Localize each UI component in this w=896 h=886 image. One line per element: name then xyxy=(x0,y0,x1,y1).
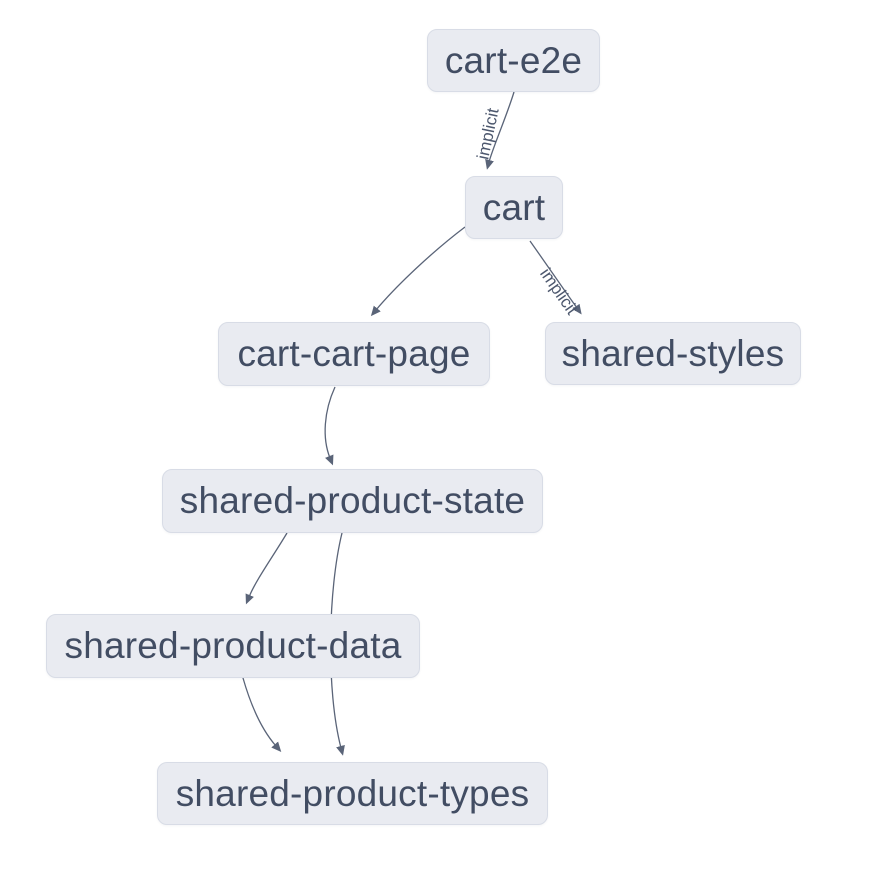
node-shared-product-state[interactable]: shared-product-state xyxy=(162,469,543,533)
edge-cart-e2e-to-cart xyxy=(485,91,515,170)
edge-cart-cart-page-to-shared-product-state xyxy=(324,386,336,466)
edge-shared-product-data-to-shared-product-types xyxy=(242,677,282,753)
node-cart-cart-page-label: cart-cart-page xyxy=(237,333,471,374)
edge-cart-to-shared-styles xyxy=(529,240,582,315)
node-cart[interactable]: cart xyxy=(465,176,563,239)
node-shared-product-data-label: shared-product-data xyxy=(64,625,402,666)
edge-label-implicit-cart-shared-styles: implicit xyxy=(536,265,582,319)
node-cart-e2e[interactable]: cart-e2e xyxy=(427,29,600,92)
node-shared-product-data[interactable]: shared-product-data xyxy=(46,614,420,678)
node-shared-product-types-label: shared-product-types xyxy=(175,772,530,814)
node-shared-styles[interactable]: shared-styles xyxy=(545,322,801,385)
node-shared-product-types[interactable]: shared-product-types xyxy=(157,762,548,825)
node-cart-cart-page[interactable]: cart-cart-page xyxy=(218,322,490,386)
node-cart-label: cart xyxy=(482,186,546,228)
node-shared-styles-label: shared-styles xyxy=(561,332,785,374)
node-cart-e2e-label: cart-e2e xyxy=(444,39,583,81)
edge-shared-product-state-to-shared-product-data xyxy=(245,532,288,605)
edge-cart-to-cart-cart-page xyxy=(370,226,466,317)
node-shared-product-state-label: shared-product-state xyxy=(179,480,526,521)
